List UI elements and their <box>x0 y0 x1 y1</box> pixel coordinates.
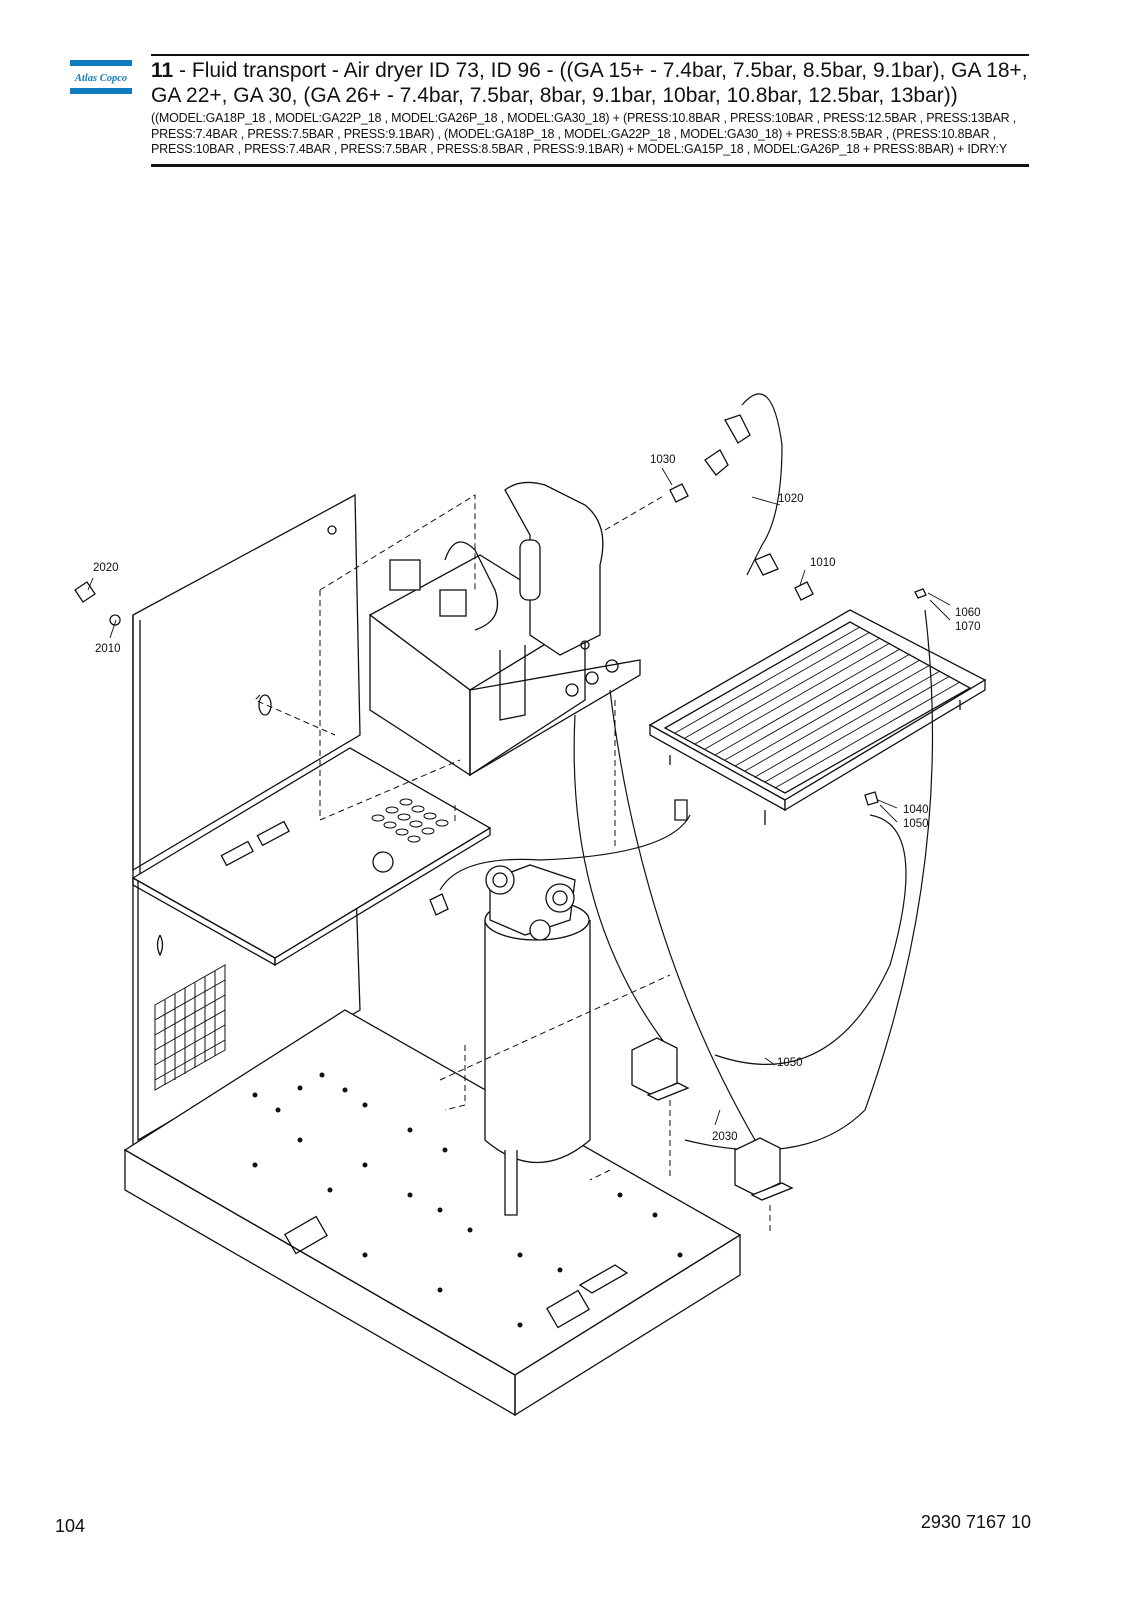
air-receiver-tank <box>484 864 591 1216</box>
callout-1060: 1060 <box>955 607 981 619</box>
section-title: 11 - Fluid transport - Air dryer ID 73, … <box>151 58 1029 108</box>
svg-text:Atlas Copco: Atlas Copco <box>74 73 127 84</box>
condenser-heat-exchanger <box>648 609 987 825</box>
callout-1040: 1040 <box>903 804 929 816</box>
callout-1070: 1070 <box>955 621 981 633</box>
callout-labels: 1030 1020 1010 2020 2010 1060 1070 1040 … <box>93 454 981 1143</box>
assembly-lines <box>254 494 771 1235</box>
fittings <box>74 414 927 916</box>
callout-1010: 1010 <box>810 557 836 569</box>
atlas-copco-logo: Atlas Copco <box>70 60 132 94</box>
shelf-panel <box>131 747 492 967</box>
callout-2030: 2030 <box>712 1131 738 1143</box>
callout-1020: 1020 <box>778 493 804 505</box>
model-applicability: ((MODEL:GA18P_18 , MODEL:GA22P_18 , MODE… <box>151 111 1017 156</box>
section-number: 11 <box>151 59 174 82</box>
refrigerant-dryer-unit <box>368 481 641 777</box>
hoses <box>439 393 934 1151</box>
callout-1050: 1050 <box>777 1057 803 1069</box>
exploded-parts-diagram: 1030 1020 1010 2020 2010 1060 1070 1040 … <box>74 393 987 1417</box>
callout-1030: 1030 <box>650 454 676 466</box>
section-title-text: - Fluid transport - Air dryer ID 73, ID … <box>151 59 1028 107</box>
page-number: 104 <box>55 1516 86 1536</box>
base-frame <box>123 1009 742 1417</box>
callout-leaders <box>87 467 951 1126</box>
callout-1050: 1050 <box>903 818 929 830</box>
callout-2020: 2020 <box>93 562 119 574</box>
document-number: 2930 7167 10 <box>920 1512 1031 1532</box>
drain-valves <box>631 1037 794 1201</box>
callout-2010: 2010 <box>95 643 121 655</box>
page-header: 11 - Fluid transport - Air dryer ID 73, … <box>151 54 1029 167</box>
